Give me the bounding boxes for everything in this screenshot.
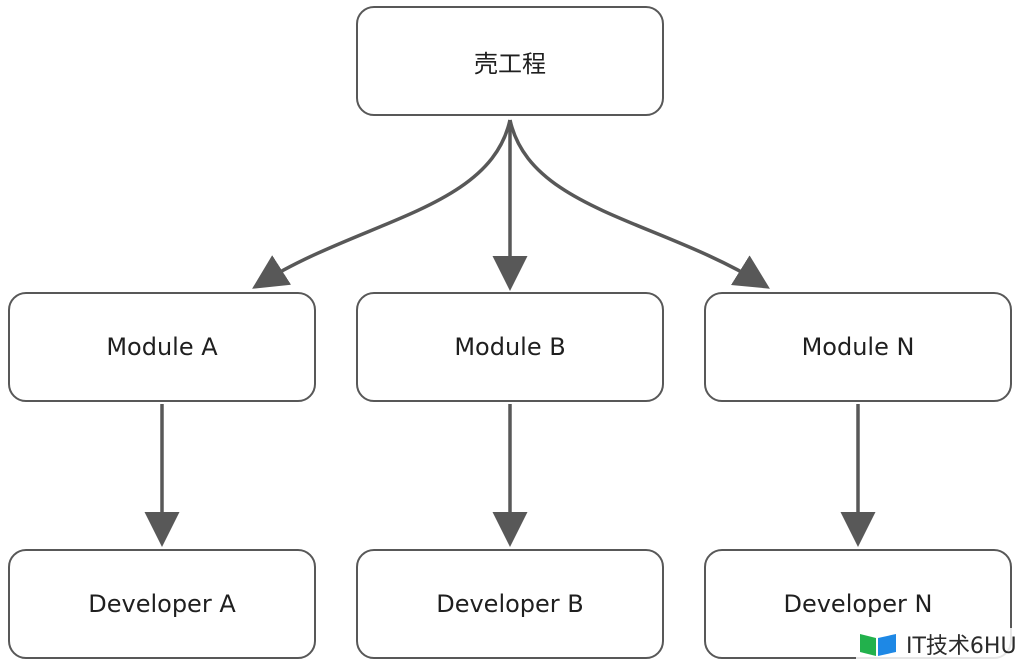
watermark-text: IT技术6HU (906, 634, 1017, 659)
node-module-n: Module N (704, 292, 1012, 402)
node-module-b-label: Module B (454, 333, 566, 361)
node-developer-a-label: Developer A (88, 590, 236, 618)
node-developer-b-label: Developer B (436, 590, 584, 618)
node-developer-b: Developer B (356, 549, 664, 659)
node-root-label: 壳工程 (474, 49, 546, 78)
node-developer-n-label: Developer N (783, 590, 933, 618)
node-root: 壳工程 (356, 6, 664, 116)
node-developer-a: Developer A (8, 549, 316, 659)
node-module-b: Module B (356, 292, 664, 402)
node-module-n-label: Module N (801, 333, 915, 361)
watermark-logo-icon (860, 634, 896, 656)
node-module-a: Module A (8, 292, 316, 402)
node-module-a-label: Module A (106, 333, 218, 361)
watermark: IT技术6HU (856, 628, 1021, 660)
edge-root-to-module-n (508, 119, 770, 289)
edge-root-to-module-a (252, 119, 512, 289)
